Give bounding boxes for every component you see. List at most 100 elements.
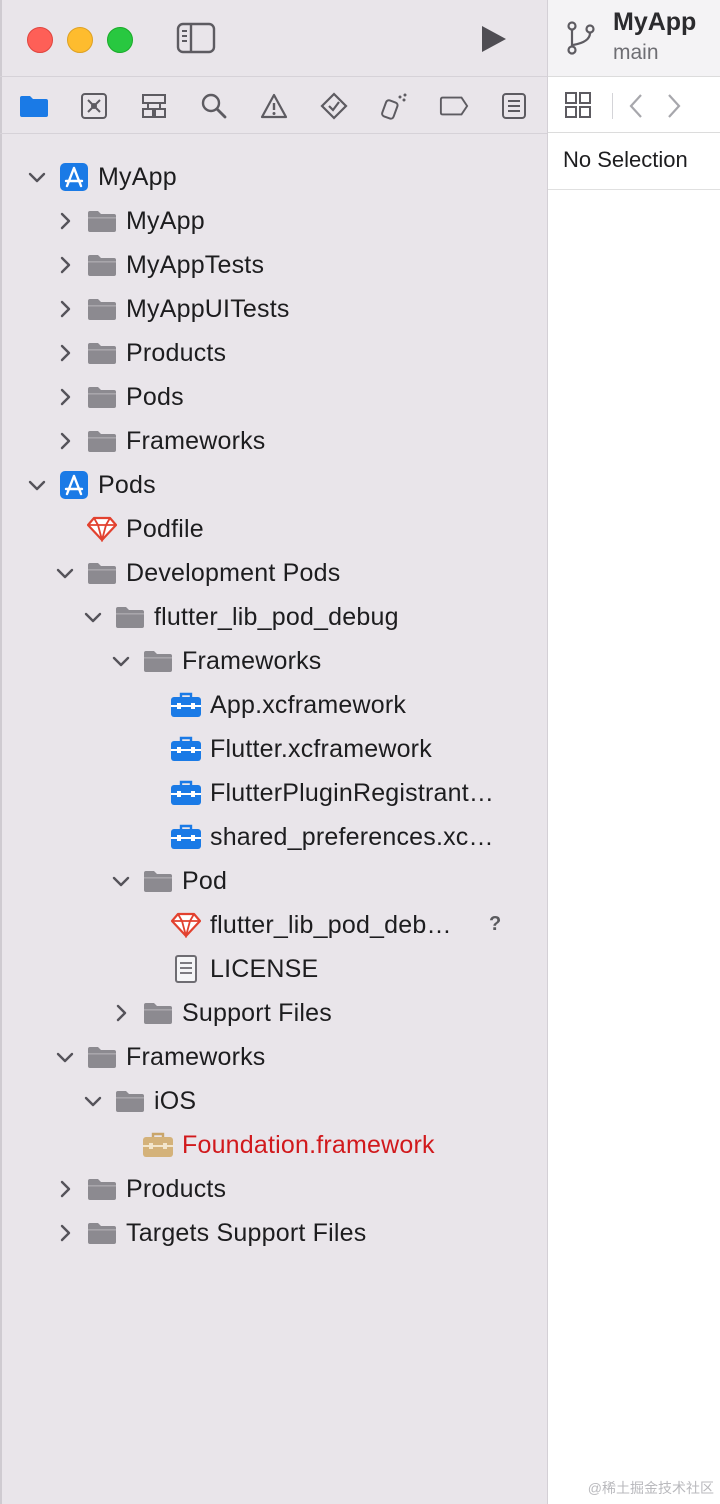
chevron-right-icon[interactable] <box>56 256 74 274</box>
tree-row-label: MyApp <box>126 206 205 235</box>
chevron-right-icon[interactable] <box>56 212 74 230</box>
chevron-down-icon[interactable] <box>112 652 130 670</box>
source-control-icon[interactable] <box>79 91 109 121</box>
chevron-down-icon[interactable] <box>56 1048 74 1066</box>
tree-row[interactable]: flutter_lib_pod_debug <box>84 595 399 639</box>
tree-row[interactable]: Frameworks <box>112 639 322 683</box>
report-icon[interactable] <box>499 91 529 121</box>
tree-row-label: flutter_lib_pod_debug <box>154 602 399 631</box>
tree-row-label: Podfile <box>126 514 204 543</box>
tree-row[interactable]: Products <box>56 331 226 375</box>
chevron-right-icon[interactable] <box>56 1180 74 1198</box>
chevron-down-icon[interactable] <box>84 1092 102 1110</box>
window-titlebar <box>0 0 547 77</box>
tree-row-label: MyApp <box>98 162 177 191</box>
folder-icon <box>86 341 118 365</box>
tree-row-label: FlutterPluginRegistrant… <box>210 778 495 807</box>
disclosure-spacer <box>140 916 158 934</box>
forward-chevron-icon[interactable] <box>666 93 682 124</box>
close-window-button[interactable] <box>27 27 53 53</box>
scheme-header: MyApp main <box>548 0 720 77</box>
tree-row[interactable]: Pods <box>56 375 184 419</box>
disclosure-spacer <box>140 828 158 846</box>
tree-row-label: iOS <box>154 1086 197 1115</box>
tree-row[interactable]: Pod <box>112 859 227 903</box>
folder-icon <box>86 297 118 321</box>
framework-icon <box>170 736 202 762</box>
disclosure-spacer <box>140 960 158 978</box>
tree-row[interactable]: shared_preferences.xc… <box>140 815 494 859</box>
folder-icon <box>114 1089 146 1113</box>
folder-icon <box>86 429 118 453</box>
chevron-right-icon[interactable] <box>56 388 74 406</box>
zoom-window-button[interactable] <box>107 27 133 53</box>
ruby-icon <box>86 516 118 542</box>
tree-row[interactable]: App.xcframework <box>140 683 406 727</box>
branch-name[interactable]: main <box>613 41 659 64</box>
inspector-pane: MyApp main No Selection <box>548 0 720 1504</box>
breakpoint-icon[interactable] <box>439 91 469 121</box>
folder-icon[interactable] <box>19 91 49 121</box>
watermark: @稀土掘金技术社区 <box>587 1480 714 1496</box>
minimize-window-button[interactable] <box>67 27 93 53</box>
tree-row-label: Products <box>126 1174 227 1203</box>
tree-row-label: Support Files <box>182 998 332 1027</box>
issue-icon[interactable] <box>259 91 289 121</box>
document-icon <box>170 954 202 984</box>
tree-row-label: Pods <box>98 470 156 499</box>
folder-icon <box>142 869 174 893</box>
folder-icon <box>142 1001 174 1025</box>
chevron-down-icon[interactable] <box>56 564 74 582</box>
no-selection-label: No Selection <box>563 147 688 172</box>
folder-icon <box>86 385 118 409</box>
tree-row[interactable]: Frameworks <box>56 419 266 463</box>
chevron-right-icon[interactable] <box>56 300 74 318</box>
chevron-down-icon[interactable] <box>112 872 130 890</box>
chevron-right-icon[interactable] <box>56 1224 74 1242</box>
ruby-icon <box>170 912 202 938</box>
chevron-right-icon[interactable] <box>56 344 74 362</box>
tree-row[interactable]: Podfile <box>56 507 204 551</box>
chevron-right-icon[interactable] <box>56 432 74 450</box>
folder-icon <box>86 1177 118 1201</box>
tree-row[interactable]: MyAppUITests <box>56 287 290 331</box>
disclosure-spacer <box>140 696 158 714</box>
nav-divider <box>612 93 613 119</box>
debug-icon[interactable] <box>379 91 409 121</box>
chevron-down-icon[interactable] <box>84 608 102 626</box>
chevron-down-icon[interactable] <box>28 168 46 186</box>
test-icon[interactable] <box>319 91 349 121</box>
disclosure-spacer <box>112 1136 130 1154</box>
run-button[interactable] <box>480 24 508 59</box>
tree-row[interactable]: Support Files <box>112 991 332 1035</box>
tree-row[interactable]: FlutterPluginRegistrant… <box>140 771 494 815</box>
tree-row[interactable]: Frameworks <box>56 1035 266 1079</box>
tree-row[interactable]: Foundation.framework <box>112 1123 435 1167</box>
tree-row[interactable]: flutter_lib_pod_deb… <box>140 903 452 947</box>
tree-row[interactable]: Products <box>56 1167 226 1211</box>
tree-row[interactable]: Pods <box>28 463 156 507</box>
tree-row[interactable]: iOS <box>84 1079 196 1123</box>
scheme-title[interactable]: MyApp <box>613 8 697 36</box>
tree-row[interactable]: Development Pods <box>56 551 340 595</box>
find-icon[interactable] <box>199 91 229 121</box>
chevron-right-icon[interactable] <box>112 1004 130 1022</box>
disclosure-spacer <box>56 520 74 538</box>
tree-row[interactable]: Targets Support Files <box>56 1211 366 1255</box>
framework-icon <box>170 692 202 718</box>
tree-row[interactable]: MyAppTests <box>56 243 264 287</box>
tree-row[interactable]: Flutter.xcframework <box>140 727 432 771</box>
tree-row[interactable]: LICENSE <box>140 947 318 991</box>
inspector-nav-bar <box>548 77 720 133</box>
tree-row-label: Frameworks <box>126 426 266 455</box>
framework-icon <box>170 780 202 806</box>
tree-row[interactable]: MyApp <box>56 199 205 243</box>
folder-icon <box>86 209 118 233</box>
chevron-down-icon[interactable] <box>28 476 46 494</box>
symbol-icon[interactable] <box>139 91 169 121</box>
tree-row[interactable]: MyApp <box>28 155 177 199</box>
untracked-status-badge: ? <box>489 913 502 935</box>
related-items-icon[interactable] <box>564 91 592 124</box>
sidebar-toggle-icon[interactable] <box>176 22 216 59</box>
back-chevron-icon[interactable] <box>628 93 644 124</box>
